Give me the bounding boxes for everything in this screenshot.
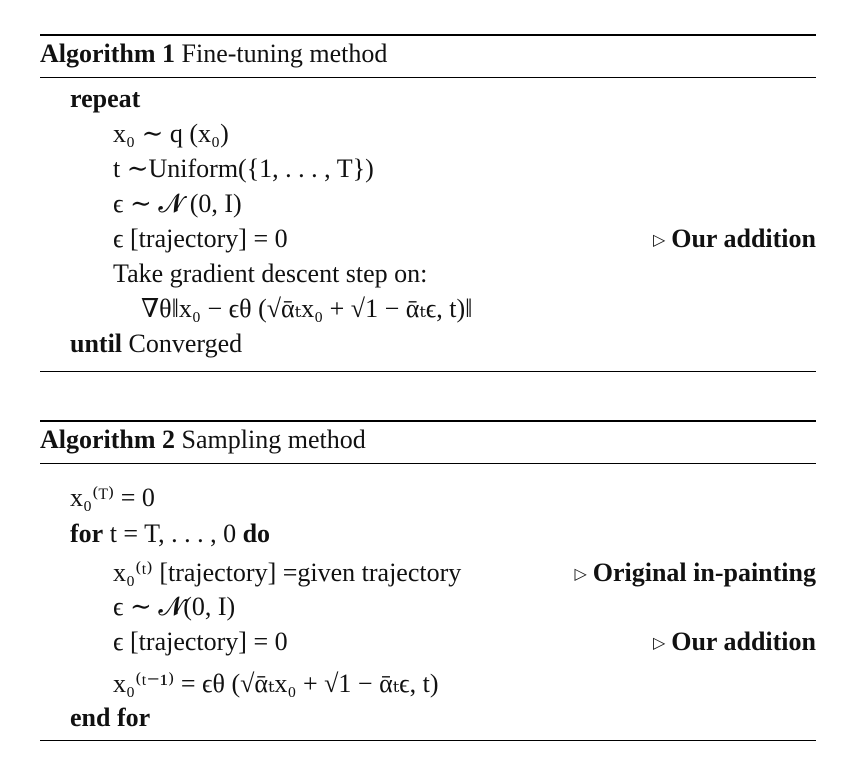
do-keyword: do <box>242 519 271 548</box>
until-keyword: until <box>70 329 123 358</box>
loss-formula: ∇θ‖x₀ − ϵθ (√ᾱₜx₀ + √1 − ᾱₜϵ, t)‖ <box>141 294 473 323</box>
given-trajectory-line: x₀⁽ᵗ⁾ [trajectory] =given trajectory <box>113 558 462 587</box>
until-condition: Converged <box>128 329 243 358</box>
comment-text: Original in-painting <box>592 558 816 587</box>
gradient-step-line: Take gradient descent step on: <box>113 259 428 288</box>
zero-trajectory-line: ϵ [trajectory] = 0 <box>113 627 288 656</box>
end-for-keyword: end for <box>70 703 151 732</box>
comment: ▷ Our addition <box>653 626 816 660</box>
sample-noise-line: ϵ ∼ 𝓝 (0, I) <box>113 189 242 218</box>
algorithm-caption: Algorithm 2 Sampling method <box>40 425 366 455</box>
comment-text: Our addition <box>671 627 816 656</box>
comment-text: Our addition <box>671 224 816 253</box>
algorithm-caption: Algorithm 1 Fine-tuning method <box>40 39 387 69</box>
sample-noise-line: ϵ ∼ 𝓝(0, I) <box>113 592 236 621</box>
caption-title: Sampling method <box>181 425 366 454</box>
caption-rule <box>40 77 816 78</box>
for-range: t = T, . . . , 0 <box>109 519 237 548</box>
triangle-icon: ▷ <box>652 232 666 249</box>
zero-trajectory-line: ϵ [trajectory] = 0 <box>113 224 288 253</box>
caption-label: Algorithm 1 <box>40 39 176 68</box>
update-formula: x₀⁽ᵗ⁻¹⁾ = ϵθ (√ᾱₜx₀ + √1 − ᾱₜϵ, t) <box>113 669 439 698</box>
top-rule <box>40 420 816 422</box>
top-rule <box>40 34 816 36</box>
repeat-keyword: repeat <box>70 84 141 113</box>
sample-t-line: t ∼Uniform({1, . . . , T}) <box>113 154 374 183</box>
comment: ▷ Our addition <box>653 223 816 257</box>
comment: ▷ Original in-painting <box>574 557 816 591</box>
bottom-rule <box>40 740 816 741</box>
caption-title: Fine-tuning method <box>181 39 388 68</box>
sample-x0-line: x₀ ∼ q (x₀) <box>113 119 229 148</box>
triangle-icon: ▷ <box>652 635 666 652</box>
until-line: until Converged <box>70 328 242 360</box>
init-line: x₀⁽ᵀ⁾ = 0 <box>70 483 155 512</box>
for-keyword: for <box>70 519 104 548</box>
triangle-icon: ▷ <box>574 566 587 583</box>
caption-rule <box>40 463 816 464</box>
caption-label: Algorithm 2 <box>40 425 176 454</box>
for-line: for t = T, . . . , 0 do <box>70 518 270 550</box>
bottom-rule <box>40 371 816 372</box>
